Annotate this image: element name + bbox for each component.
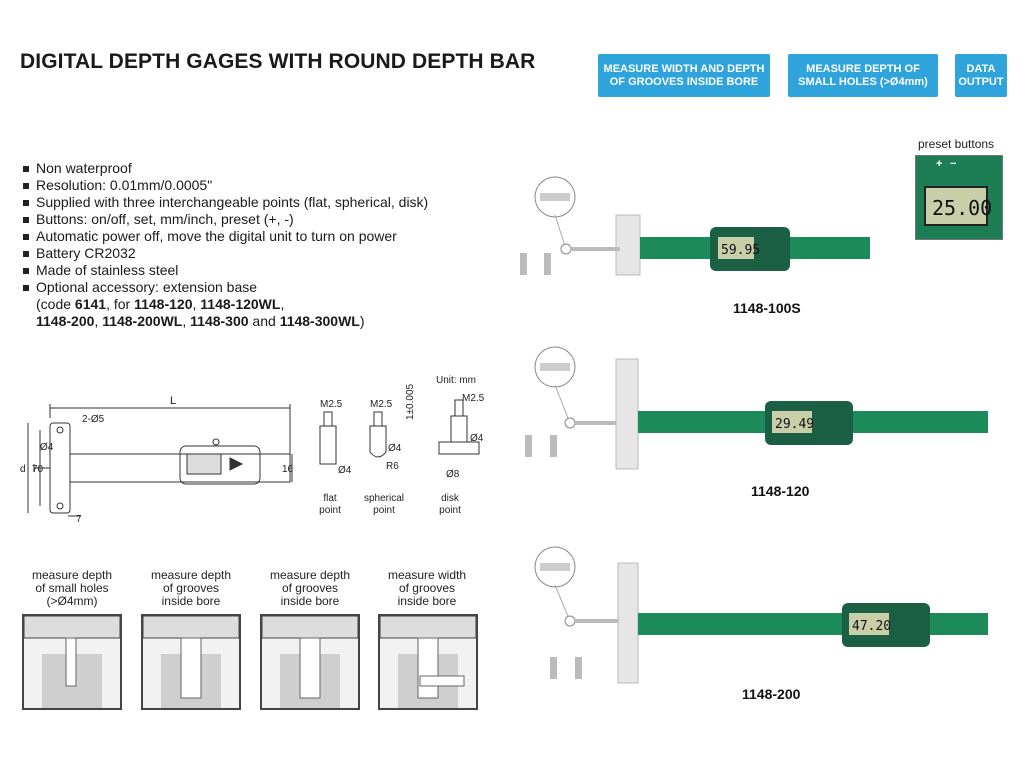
disk-m25: M2.5 <box>462 393 485 404</box>
flat-point-label: flat point <box>319 493 341 516</box>
disk-point-label: disk point <box>439 493 461 516</box>
note-text: , for <box>106 296 135 312</box>
sphere-d4: Ø4 <box>388 443 402 454</box>
preset-lcd: 25.00 <box>924 186 992 226</box>
feature-tag-data-output-text: DATA OUTPUT <box>958 62 1004 88</box>
note-text: , <box>192 296 201 312</box>
feature-item: Supplied with three interchangeable poin… <box>20 194 428 211</box>
model-ref: 1148-300WL <box>279 313 360 329</box>
unit-label: Unit: mm <box>436 375 476 386</box>
flat-d4: Ø4 <box>338 465 352 476</box>
note-text: and <box>248 313 280 329</box>
feature-item: Optional accessory: extension base <box>20 279 428 296</box>
dim-L: L <box>170 395 176 407</box>
note-text: , <box>94 313 103 329</box>
depth-gage-1148-120: 29.49 <box>525 346 988 470</box>
spherical-point-drawing <box>369 411 387 458</box>
feature-tag-small-holes: MEASURE DEPTH OF SMALL HOLES (>Ø4mm) <box>788 54 938 97</box>
dim-d: d <box>20 464 26 475</box>
preset-buttons-inset: + − 25.00 <box>915 155 1003 240</box>
note-text: (code <box>36 296 75 312</box>
application-caption: measure width of grooves inside bore <box>387 568 467 608</box>
dim-2d5: 2-Ø5 <box>82 414 105 425</box>
disk-tolerance: 1±0.005 <box>405 383 416 420</box>
depth-gage-1148-100S: 59.95 <box>520 176 870 276</box>
lcd-reading: 29.49 <box>775 417 814 432</box>
feature-item: Buttons: on/off, set, mm/inch, preset (+… <box>20 211 428 228</box>
dim-d4: Ø4 <box>40 442 54 453</box>
application-diagram <box>378 614 478 710</box>
dim-16: 16 <box>282 464 294 475</box>
disk-point-drawing <box>438 399 480 455</box>
feature-tag-grooves: MEASURE WIDTH AND DEPTH OF GROOVES INSID… <box>598 54 770 97</box>
feature-tag-grooves-text: MEASURE WIDTH AND DEPTH OF GROOVES INSID… <box>603 62 765 88</box>
feature-item: Battery CR2032 <box>20 245 428 262</box>
model-ref: 1148-200 <box>36 313 95 329</box>
lcd-reading: 59.95 <box>721 243 760 258</box>
feature-tag-small-holes-text: MEASURE DEPTH OF SMALL HOLES (>Ø4mm) <box>798 62 928 88</box>
dim-70: 70 <box>32 464 44 475</box>
application-caption: measure depth of grooves inside bore <box>150 568 232 608</box>
application-diagram <box>22 614 122 710</box>
technical-drawing: L 2-Ø5 d 70 Ø4 16 7 <box>20 395 294 525</box>
application-caption: measure depth of grooves inside bore <box>269 568 351 608</box>
note-text: , <box>280 296 285 312</box>
preset-label: preset buttons <box>918 137 995 151</box>
application-diagram <box>260 614 360 710</box>
depth-gage-1148-200: 47.20 <box>534 546 988 684</box>
flat-m25: M2.5 <box>320 399 343 410</box>
preset-plus: + <box>936 158 943 170</box>
sphere-m25: M2.5 <box>370 399 393 410</box>
model-label: 1148-120 <box>751 483 810 499</box>
note-text: , <box>182 313 191 329</box>
preset-minus: − <box>950 158 957 170</box>
model-label: 1148-100S <box>733 300 801 316</box>
page-title: DIGITAL DEPTH GAGES WITH ROUND DEPTH BAR <box>20 50 536 73</box>
feature-item: Made of stainless steel <box>20 262 428 279</box>
application-caption: measure depth of small holes (>Ø4mm) <box>31 568 113 608</box>
model-ref: 1148-300 <box>190 313 249 329</box>
disk-d8: Ø8 <box>446 469 460 480</box>
preset-lcd-reading: 25.00 <box>932 196 993 220</box>
feature-item: Resolution: 0.01mm/0.0005" <box>20 177 428 194</box>
note-text: ) <box>359 313 365 329</box>
spherical-point-label: spherical point <box>363 493 405 516</box>
sphere-r6: R6 <box>386 461 399 472</box>
accessory-code: 6141 <box>74 296 107 312</box>
model-label: 1148-200 <box>742 686 801 702</box>
feature-item: Non waterproof <box>20 160 428 177</box>
accessory-note-line2: 1148-200, 1148-200WL, 1148-300 and 1148-… <box>20 313 428 330</box>
disk-d4: Ø4 <box>470 433 484 444</box>
dim-7: 7 <box>76 514 82 525</box>
drawing-base <box>49 422 71 514</box>
model-ref: 1148-120WL <box>200 296 281 312</box>
flat-point-drawing <box>319 411 337 465</box>
feature-item: Automatic power off, move the digital un… <box>20 228 428 245</box>
feature-list: Non waterproof Resolution: 0.01mm/0.0005… <box>20 160 428 330</box>
application-diagram <box>141 614 241 710</box>
lcd-reading: 47.20 <box>852 619 891 634</box>
model-ref: 1148-120 <box>134 296 193 312</box>
drawing-display <box>179 445 261 485</box>
feature-tag-data-output: DATA OUTPUT <box>955 54 1007 97</box>
model-ref: 1148-200WL <box>102 313 183 329</box>
accessory-note-line1: (code 6141, for 1148-120, 1148-120WL, <box>20 296 428 313</box>
